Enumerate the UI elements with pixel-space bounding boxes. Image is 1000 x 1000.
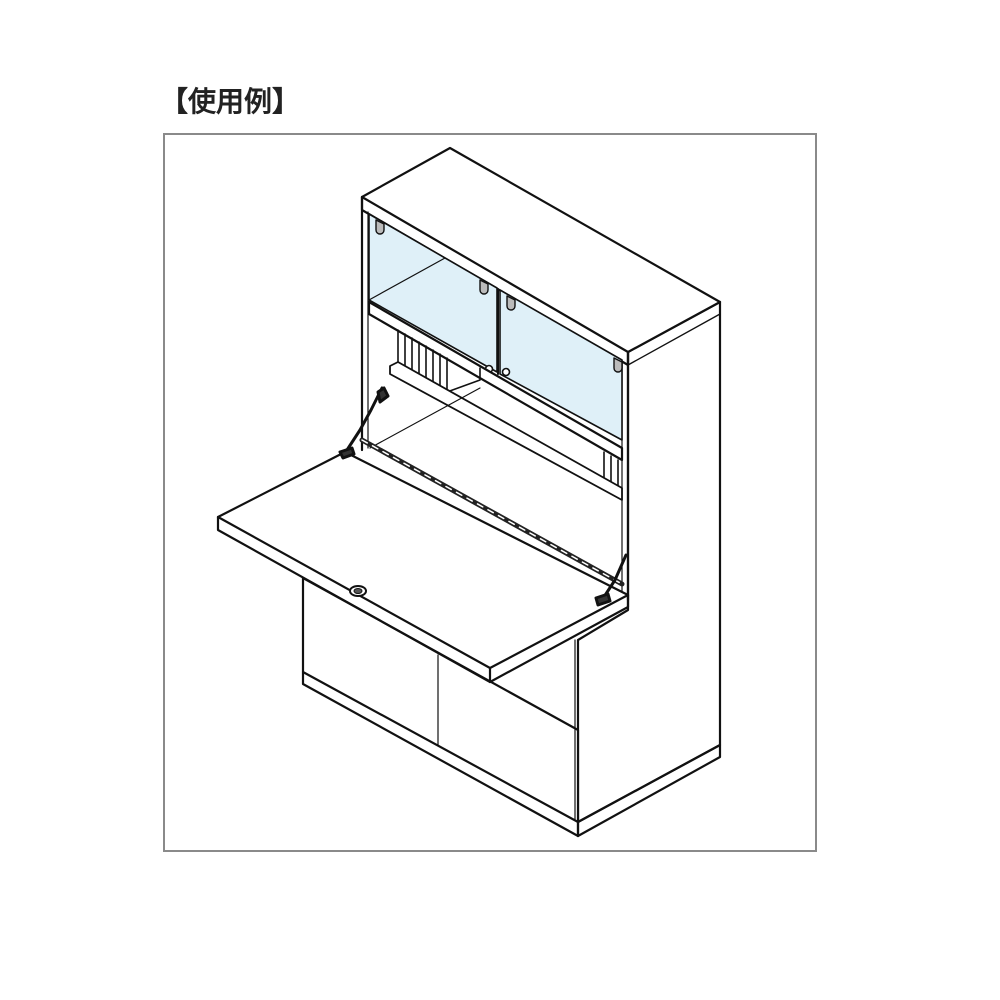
desk-stay-right	[594, 553, 628, 607]
middle-shelf	[367, 300, 624, 462]
glass-door-right[interactable]	[497, 288, 623, 441]
page-title: 【使用例】	[160, 85, 301, 118]
interior-back-line	[369, 387, 481, 449]
cable-grommet-icon	[349, 585, 367, 597]
illustration-frame	[163, 133, 817, 852]
hinge-pin-icon	[375, 219, 623, 373]
inner-shelf-rail	[389, 361, 623, 501]
books-left	[397, 329, 481, 393]
piano-hinge	[359, 437, 625, 587]
drop-down-desk-flap[interactable]	[216, 450, 630, 684]
desk-stay-left	[338, 386, 390, 460]
